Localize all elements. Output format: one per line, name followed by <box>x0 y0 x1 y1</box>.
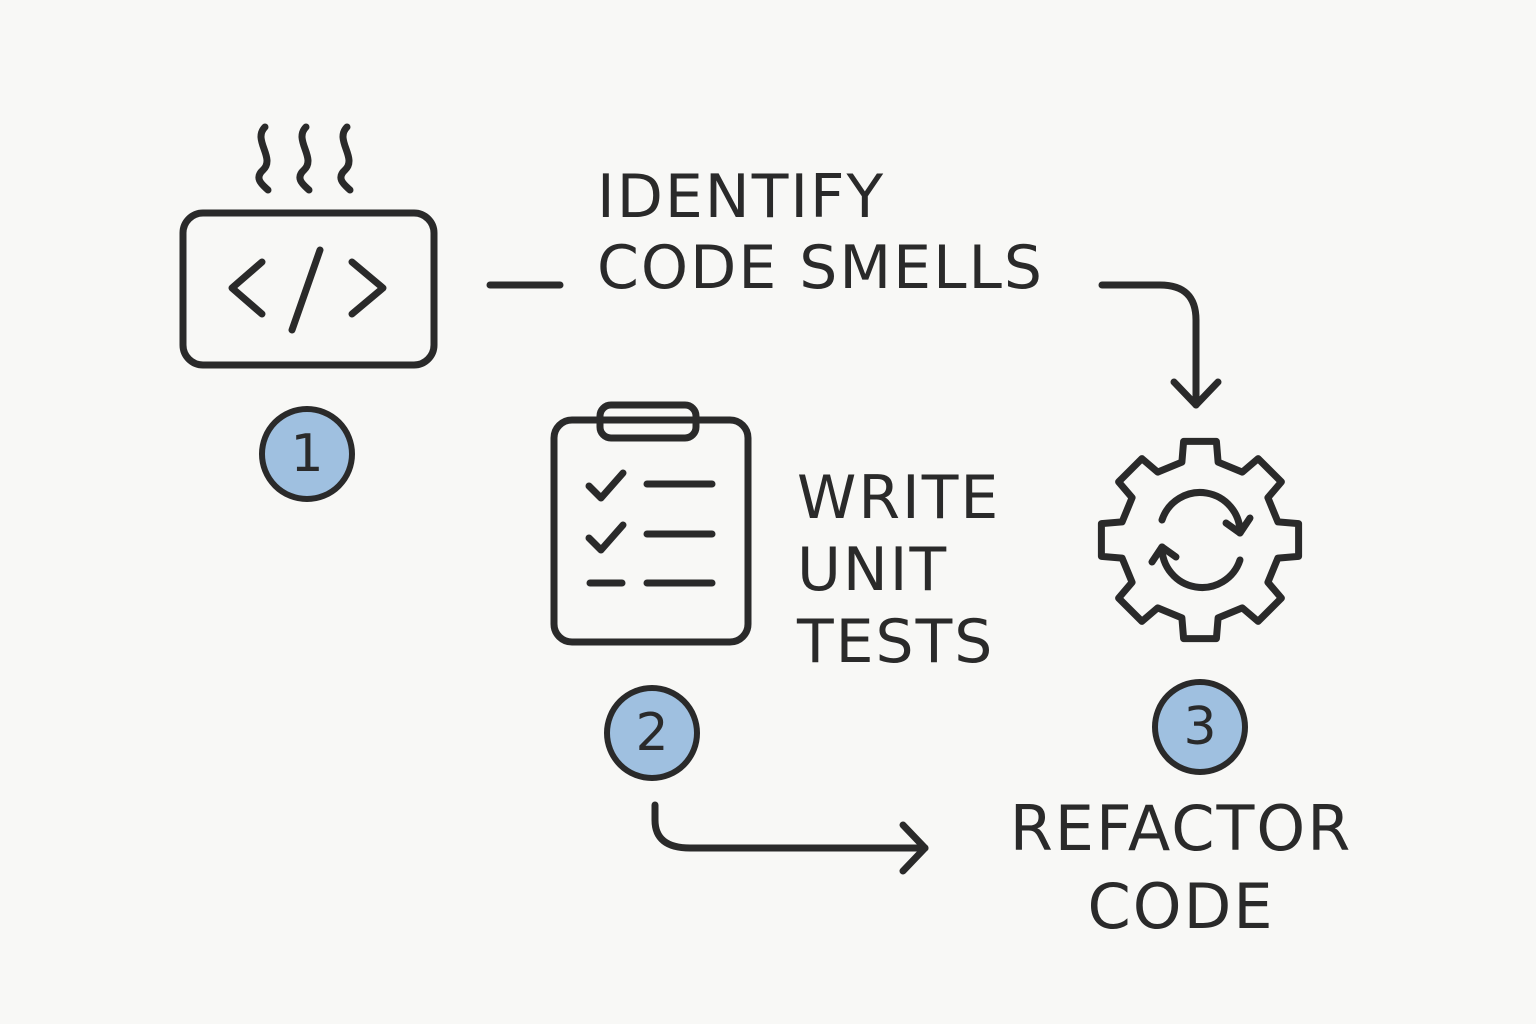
step-2-badge-circle <box>604 685 700 781</box>
steam-line-3 <box>337 123 354 194</box>
step-1-label: IDENTIFY CODE SMELLS <box>597 162 1044 304</box>
step-2-label-line-2: UNIT <box>797 535 949 605</box>
clipboard-board <box>550 416 752 646</box>
arrow-to-refactor-code <box>651 801 929 852</box>
refresh-arc-top-head <box>1222 514 1254 537</box>
step-2-label: WRITE UNIT TESTS <box>797 462 1000 678</box>
step-1-number: 1 <box>290 424 324 484</box>
step-3-number: 3 <box>1183 697 1217 757</box>
gear-outline <box>1097 437 1303 643</box>
refresh-arc-bottom <box>1158 543 1244 591</box>
step-1-label-line-1: IDENTIFY <box>597 162 886 232</box>
step-2-number: 2 <box>635 703 669 763</box>
check-mark-1 <box>585 469 627 502</box>
step-1-badge-circle <box>259 406 355 502</box>
arrow-to-refactor-head <box>1170 378 1222 409</box>
arrow-to-refactor-code-head <box>899 821 929 875</box>
step-2-label-line-3: TESTS <box>797 607 995 677</box>
step-2-label-line-1: WRITE <box>797 463 1001 533</box>
arrow-to-refactor <box>1098 281 1200 409</box>
step-3-label-line-2: CODE <box>1087 869 1275 943</box>
steam-line-1 <box>255 123 272 194</box>
step-3-label-line-1: REFACTOR <box>1009 792 1353 865</box>
check-mark-2 <box>585 521 627 554</box>
clipboard-clip <box>596 401 700 442</box>
step-3-badge-circle <box>1152 679 1248 775</box>
gear-teeth <box>1097 437 1303 643</box>
gear-refresh-icon <box>1097 437 1303 643</box>
less-than-bracket <box>228 258 266 318</box>
step-1-label-line-2: CODE SMELLS <box>597 232 1045 303</box>
code-window-frame <box>179 209 438 369</box>
clipboard-checklist-icon <box>550 401 752 646</box>
code-window-icon <box>179 123 438 369</box>
refresh-arc-bottom-head <box>1148 543 1180 566</box>
greater-than-bracket <box>348 258 387 318</box>
steam-line-2 <box>296 123 313 194</box>
step-3-label: REFACTOR CODE <box>1000 790 1362 945</box>
slash <box>288 246 324 334</box>
refresh-arc-top <box>1158 489 1244 537</box>
